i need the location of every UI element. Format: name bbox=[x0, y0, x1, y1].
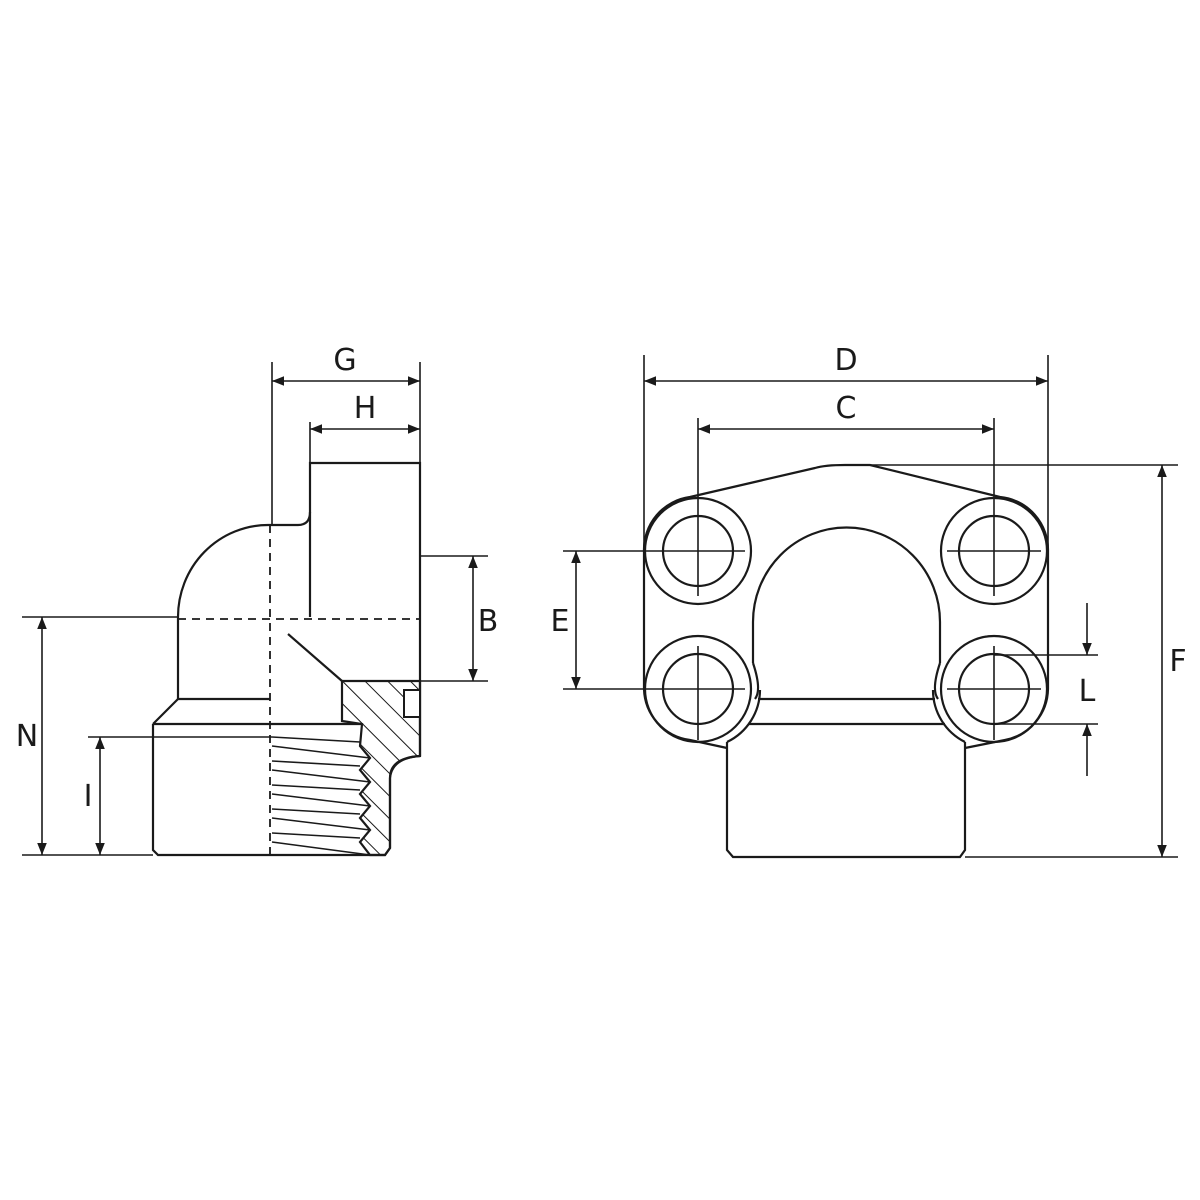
label-n: N bbox=[16, 719, 38, 754]
side-view: G H B N I bbox=[16, 343, 499, 857]
label-c: C bbox=[836, 391, 857, 426]
bore-arch bbox=[751, 526, 942, 663]
lower-body-outline bbox=[725, 742, 967, 859]
label-i: I bbox=[84, 779, 93, 814]
label-g: G bbox=[333, 343, 356, 378]
label-b: B bbox=[478, 604, 499, 639]
label-d: D bbox=[834, 343, 857, 378]
label-l: L bbox=[1079, 674, 1096, 709]
section-hatch bbox=[340, 679, 422, 857]
label-e: E bbox=[551, 604, 570, 639]
flange-outline bbox=[308, 461, 422, 756]
flange-plate-outline bbox=[642, 463, 1050, 750]
label-f: F bbox=[1169, 644, 1186, 679]
internal-threads bbox=[271, 736, 371, 856]
label-h: H bbox=[354, 391, 377, 426]
bolt-holes bbox=[643, 496, 1049, 744]
front-view: D C E F L bbox=[551, 343, 1187, 859]
seal-groove bbox=[403, 689, 421, 718]
elbow-outline bbox=[176, 511, 312, 699]
